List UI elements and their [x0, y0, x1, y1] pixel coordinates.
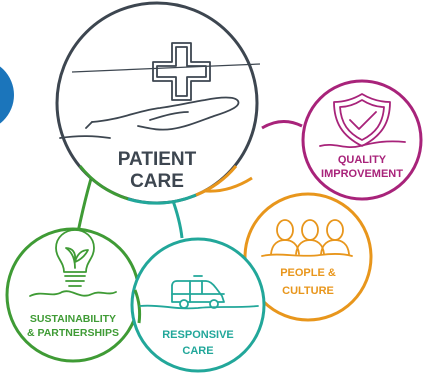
center-arc-orange: [195, 165, 238, 197]
sustainability-line1: SUSTAINABILITY: [30, 313, 116, 325]
caring-hand-icon: [59, 96, 240, 139]
quality-line2: IMPROVEMENT: [321, 168, 403, 180]
overlap-arc-green: [133, 289, 142, 324]
medical-cross-icon: [71, 42, 261, 101]
sustainability-line2: & PARTNERSHIPS: [27, 327, 119, 339]
eco-lightbulb-icon: [29, 229, 117, 297]
center-title-line2: CARE: [130, 171, 184, 192]
shield-check-icon: [319, 93, 406, 149]
center-arc-green: [78, 165, 129, 201]
center-arc-teal: [127, 193, 197, 205]
three-people-icon: [261, 219, 353, 257]
center-title-line1: PATIENT: [118, 149, 197, 170]
link-quality: [261, 120, 303, 130]
blue-edge-circle: [0, 66, 14, 124]
quality-line1: QUALITY: [338, 154, 387, 166]
responsive-line1: RESPONSIVE: [162, 329, 234, 341]
ambulance-icon: [139, 275, 259, 310]
responsive-care-circle: [130, 237, 266, 373]
people-line2: CULTURE: [282, 285, 334, 297]
link-responsive: [170, 197, 184, 239]
sustainability-circle: [5, 227, 141, 363]
people-line1: PEOPLE &: [280, 267, 336, 279]
responsive-line2: CARE: [182, 345, 213, 357]
